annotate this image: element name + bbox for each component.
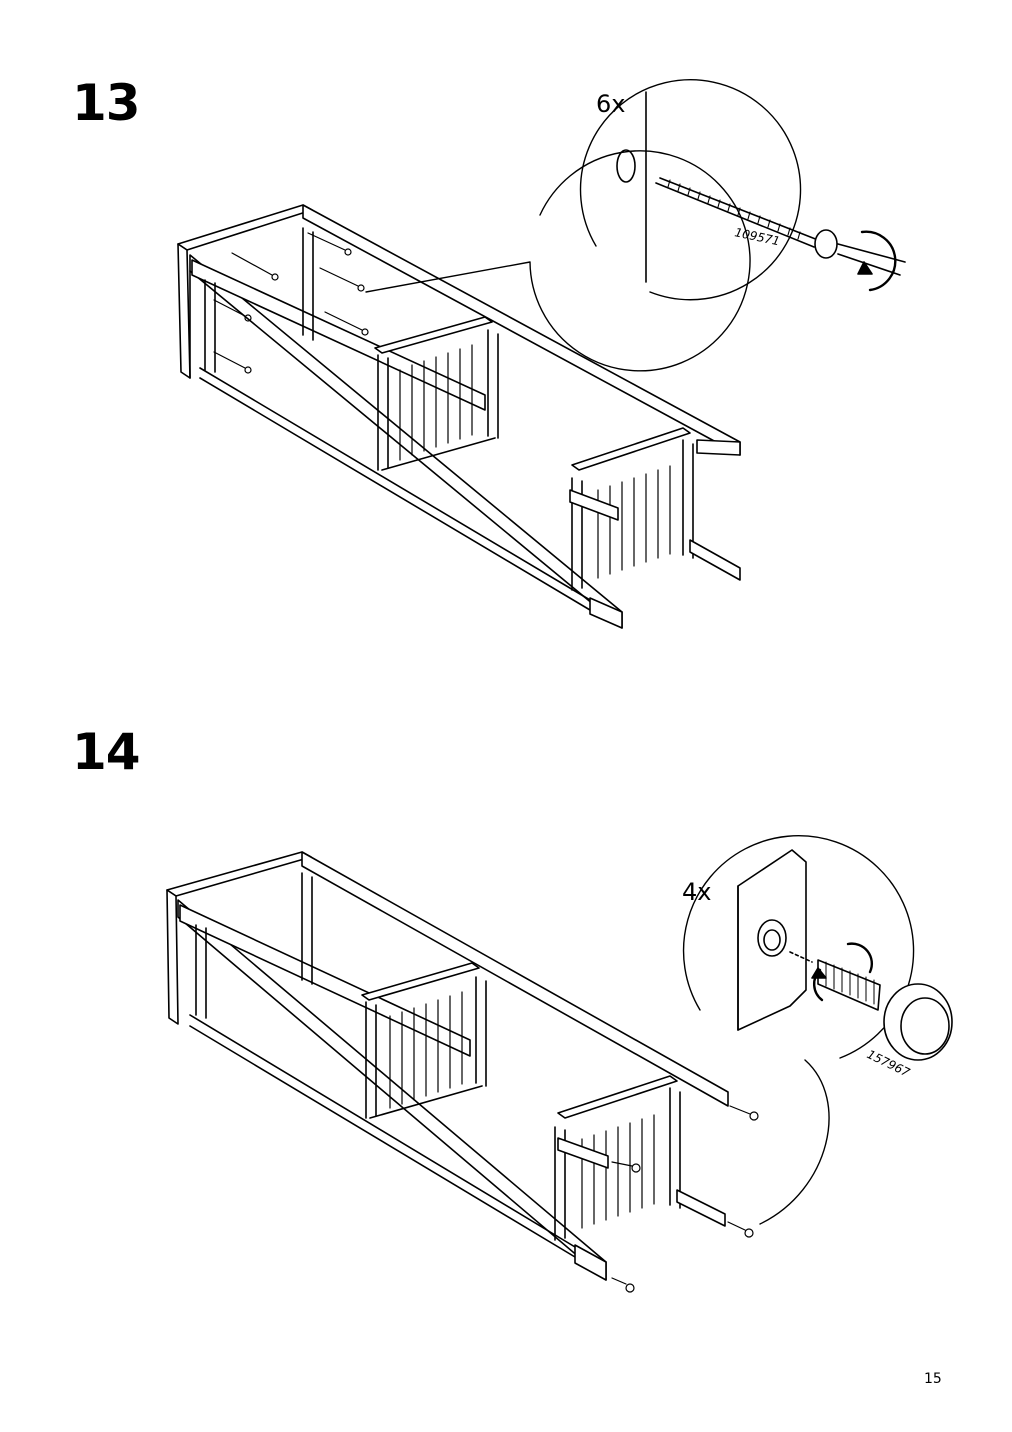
bench-frame bbox=[177, 204, 741, 629]
step-13-quantity: 6x bbox=[596, 90, 625, 118]
bench-frame bbox=[166, 851, 729, 1281]
page-number: 15 bbox=[924, 1371, 942, 1387]
adjustable-foot-icon bbox=[611, 1105, 759, 1293]
foot-detail-callout bbox=[682, 835, 953, 1061]
step-14-number: 14 bbox=[72, 723, 141, 781]
screwdriver-icon bbox=[837, 230, 906, 292]
screws-at-end-panel bbox=[213, 232, 369, 374]
screw-detail-callout bbox=[579, 79, 906, 301]
step-14-quantity: 4x bbox=[682, 878, 711, 906]
step-13-illustration: 6x 109571 bbox=[177, 79, 906, 629]
screw-icon bbox=[655, 177, 838, 259]
step-13-number: 13 bbox=[72, 74, 141, 132]
